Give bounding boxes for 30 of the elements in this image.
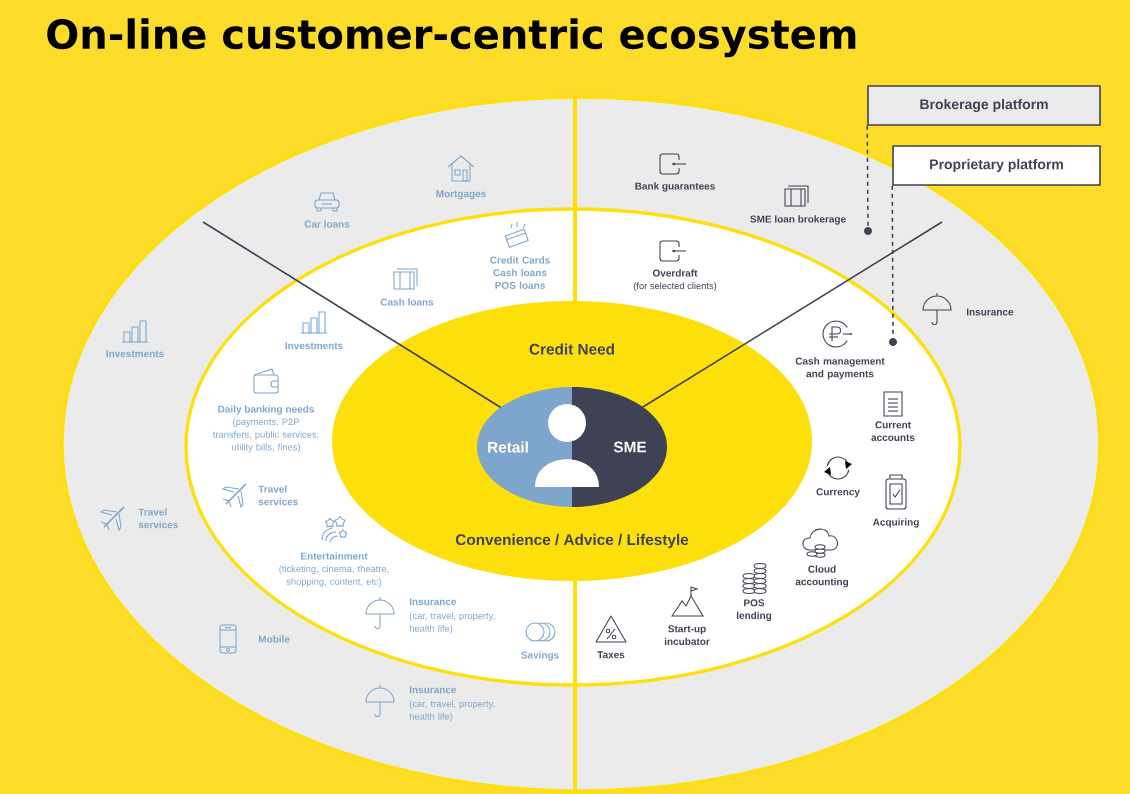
leader-line bbox=[866, 125, 869, 228]
item-label: Bank guarantees bbox=[635, 182, 715, 192]
item-label: Savings bbox=[521, 651, 559, 661]
item-label: Daily banking needs bbox=[218, 405, 314, 415]
platform-box: Brokerage platform bbox=[867, 85, 1101, 126]
item-label: Travel services bbox=[138, 508, 178, 529]
item-description: (for selected clients) bbox=[633, 282, 717, 291]
item-description: (car, travel, property, health life) bbox=[409, 612, 495, 634]
platform-box: Proprietary platform bbox=[892, 145, 1101, 186]
item-label: Insurance bbox=[409, 686, 457, 694]
item-label: Current accounts bbox=[871, 421, 915, 442]
item-label: SME loan brokerage bbox=[750, 215, 846, 225]
item-label: Taxes bbox=[597, 651, 625, 659]
item-label: Car loans bbox=[304, 220, 350, 228]
item-label: Mortgages bbox=[436, 190, 486, 200]
item-description: (payments, P2P transfers, public services, utility bills, fines) bbox=[213, 418, 319, 453]
item-label: Acquiring bbox=[872, 518, 919, 528]
item-label: Mobile bbox=[258, 635, 290, 643]
item-label: Travel services bbox=[258, 485, 298, 506]
item-label: Insurance bbox=[966, 308, 1014, 316]
item-label: Start-up incubator bbox=[664, 625, 710, 646]
title: On-line customer-centric ecosystem bbox=[47, 18, 856, 58]
item-label: Cash loans bbox=[380, 298, 434, 306]
item-label: POS lending bbox=[736, 599, 772, 622]
item-label: Currency bbox=[816, 488, 860, 498]
item-description: (car, travel, property, health life) bbox=[409, 700, 495, 722]
item-label: Overdraft bbox=[652, 269, 698, 277]
item-label: Credit Cards Cash loans POS loans bbox=[490, 256, 550, 289]
item-label: Insurance bbox=[409, 598, 457, 606]
item-label: Investments bbox=[106, 350, 164, 358]
